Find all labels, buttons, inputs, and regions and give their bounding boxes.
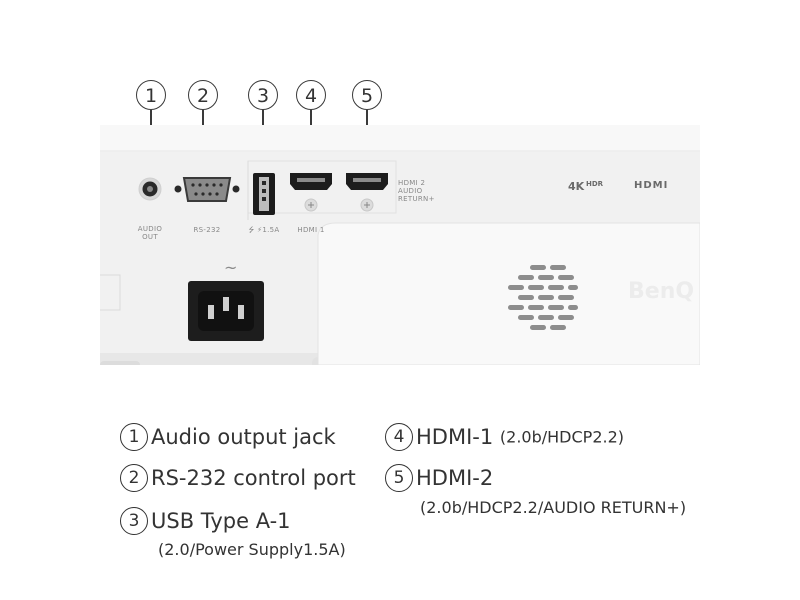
legend-title-2: RS-232 control port: [151, 466, 356, 490]
badge-hdmi: HDMI: [634, 180, 669, 191]
projector-rear-view: ~ AUDIO OUT RS-232 ⭍ ⚡1.5A HDMI 1 HDMI 2…: [100, 125, 700, 365]
label-hdmi1: HDMI 1: [297, 226, 325, 234]
rs232-screw-right: [232, 185, 240, 193]
svg-text:~: ~: [224, 258, 237, 277]
legend-detail-3: (2.0/Power Supply1.5A): [158, 540, 346, 559]
speaker-grille: [508, 265, 578, 330]
legend-number-3: 3: [120, 507, 148, 535]
legend-title-5: HDMI-2: [416, 466, 494, 490]
legend-title-1: Audio output jack: [151, 425, 336, 449]
legend-detail-4: (2.0b/HDCP2.2): [499, 427, 624, 447]
callout-2: 2: [188, 80, 218, 110]
label-usb: ⭍ ⚡1.5A: [248, 226, 280, 234]
legend-number-4: 4: [385, 423, 413, 451]
legend-number-2: 2: [120, 464, 148, 492]
label-audio-out: AUDIO OUT: [137, 225, 163, 241]
callout-1: 1: [136, 80, 166, 110]
brand-logo: BenQ: [628, 279, 695, 304]
foot-left: [100, 361, 140, 365]
legend-title-4: HDMI-1: [416, 425, 494, 449]
legend-number-1: 1: [120, 423, 148, 451]
legend-title-3: USB Type A-1: [151, 509, 291, 533]
legend-number-5: 5: [385, 464, 413, 492]
front-housing: [317, 222, 700, 365]
rs232-screw-left: [174, 185, 182, 193]
legend-detail-5: (2.0b/HDCP2.2/AUDIO RETURN+): [420, 498, 687, 517]
callout-4: 4: [296, 80, 326, 110]
label-hdmi2: HDMI 2 AUDIO RETURN+: [398, 179, 435, 203]
callout-5: 5: [352, 80, 382, 110]
label-rs232: RS-232: [193, 226, 221, 234]
top-edge: [100, 125, 700, 151]
rs232-port: [182, 177, 232, 202]
badge-hdr: HDR: [586, 180, 604, 188]
badge-4k: 4K: [568, 180, 585, 193]
callout-3: 3: [248, 80, 278, 110]
projector-illustration: ~: [100, 125, 700, 365]
